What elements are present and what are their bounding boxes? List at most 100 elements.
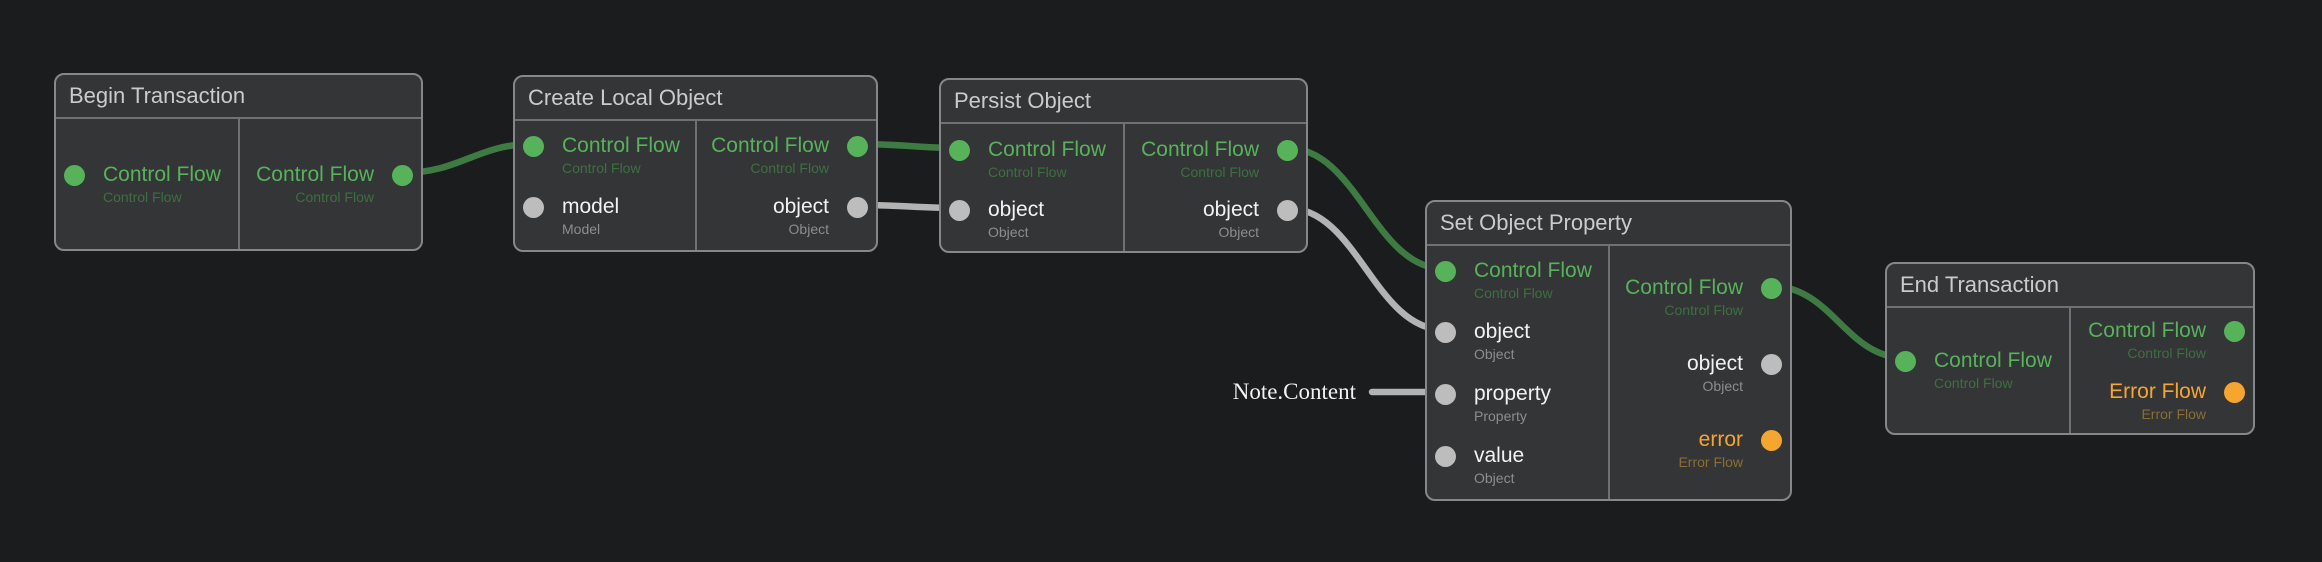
- port-label: object: [1202, 198, 1259, 221]
- port-label: Control Flow: [1625, 276, 1743, 299]
- port-dot[interactable]: [1435, 260, 1456, 282]
- node-create-local-object[interactable]: Create Local Object Control Flow Control…: [513, 75, 878, 252]
- port-type-label: Control Flow: [1180, 164, 1259, 180]
- port-dot[interactable]: [2224, 381, 2245, 403]
- port-type-label: Object: [788, 221, 829, 237]
- column-divider: [237, 119, 240, 249]
- port-type-label: Control Flow: [103, 189, 182, 205]
- port-label: property: [1474, 382, 1552, 405]
- output-port-control-flow: Control Flow Control Flow: [696, 133, 877, 179]
- port-dot[interactable]: [1277, 139, 1298, 161]
- port-type-label: Control Flow: [750, 160, 829, 176]
- port-label: model: [562, 195, 620, 218]
- node-header[interactable]: End Transaction: [1887, 264, 2253, 308]
- output-port-object: object Object: [1609, 351, 1791, 397]
- port-label: error: [1698, 428, 1743, 451]
- edge-persist-to-set-object[interactable]: [1283, 204, 1449, 334]
- column-divider: [1607, 246, 1610, 499]
- output-port-control-flow: Control Flow Control Flow: [1609, 275, 1791, 321]
- output-port-error: error Error Flow: [1609, 427, 1791, 473]
- node-header[interactable]: Create Local Object: [515, 77, 876, 121]
- port-label: object: [772, 195, 829, 218]
- port-dot[interactable]: [949, 199, 970, 221]
- port-type-label: Property: [1474, 408, 1527, 424]
- port-dot[interactable]: [1277, 199, 1298, 221]
- node-end-transaction[interactable]: End Transaction Control Flow Control Flo…: [1885, 262, 2255, 435]
- input-port-property: property Property: [1427, 381, 1609, 427]
- port-label: Control Flow: [103, 163, 221, 186]
- node-title: Set Object Property: [1440, 210, 1632, 235]
- port-type-label: Object: [988, 224, 1029, 240]
- port-type-label: Error Flow: [2141, 406, 2206, 422]
- port-dot[interactable]: [1895, 350, 1916, 372]
- node-persist-object[interactable]: Persist Object Control Flow Control Flow…: [939, 78, 1308, 253]
- output-port-object: object Object: [1124, 197, 1307, 243]
- port-type-label: Object: [1218, 224, 1259, 240]
- input-port-object: object Object: [941, 197, 1124, 243]
- node-title: Begin Transaction: [69, 83, 246, 108]
- port-label: Error Flow: [2109, 380, 2206, 403]
- port-dot[interactable]: [1761, 277, 1782, 299]
- input-port-control-flow: Control Flow Control Flow: [1887, 348, 2070, 394]
- port-dot[interactable]: [523, 135, 544, 157]
- node-title: End Transaction: [1900, 272, 2059, 297]
- port-label: Control Flow: [711, 134, 829, 157]
- node-header[interactable]: Persist Object: [941, 80, 1306, 124]
- port-type-label: Control Flow: [562, 160, 641, 176]
- port-dot[interactable]: [1435, 445, 1456, 467]
- port-dot[interactable]: [64, 164, 85, 186]
- port-label: object: [1474, 320, 1531, 343]
- column-divider: [694, 121, 697, 250]
- input-port-control-flow: Control Flow Control Flow: [941, 137, 1124, 183]
- port-type-label: Object: [1474, 346, 1515, 362]
- input-port-control-flow: Control Flow Control Flow: [515, 133, 696, 179]
- port-dot[interactable]: [1435, 321, 1456, 343]
- node-begin-transaction[interactable]: Begin Transaction Control Flow Control F…: [54, 73, 423, 251]
- input-port-model: model Model: [515, 194, 696, 240]
- output-port-control-flow: Control Flow Control Flow: [2070, 318, 2253, 364]
- port-label: Control Flow: [988, 138, 1106, 161]
- port-dot[interactable]: [1761, 353, 1782, 375]
- node-title: Persist Object: [954, 88, 1091, 113]
- port-label: Control Flow: [562, 134, 680, 157]
- port-dot[interactable]: [847, 135, 868, 157]
- column-divider: [2069, 308, 2071, 433]
- port-dot[interactable]: [1761, 429, 1782, 451]
- port-dot[interactable]: [847, 196, 868, 218]
- port-label: Control Flow: [1474, 259, 1592, 282]
- node-header[interactable]: Set Object Property: [1427, 202, 1790, 246]
- edge-persist-to-set-control[interactable]: [1283, 144, 1449, 273]
- output-port-error-flow: Error Flow Error Flow: [2070, 379, 2253, 425]
- port-dot[interactable]: [392, 164, 413, 186]
- port-dot[interactable]: [2224, 320, 2245, 342]
- node-title: Create Local Object: [528, 85, 723, 110]
- input-port-control-flow: Control Flow Control Flow: [1427, 258, 1609, 304]
- port-label: Control Flow: [1934, 349, 2052, 372]
- input-port-value: value Object: [1427, 443, 1609, 489]
- node-header[interactable]: Begin Transaction: [56, 75, 421, 119]
- column-divider: [1122, 124, 1125, 251]
- port-type-label: Object: [1702, 378, 1743, 394]
- port-label: value: [1474, 444, 1525, 467]
- port-type-label: Control Flow: [1664, 302, 1743, 318]
- port-label: object: [1686, 352, 1743, 375]
- note-label: Note.Content: [1232, 379, 1356, 404]
- port-label: Control Flow: [1141, 138, 1259, 161]
- port-type-label: Control Flow: [988, 164, 1067, 180]
- port-dot[interactable]: [523, 196, 544, 218]
- port-type-label: Control Flow: [2127, 345, 2206, 361]
- port-type-label: Control Flow: [1934, 375, 2013, 391]
- port-type-label: Control Flow: [295, 189, 374, 205]
- input-port-control-flow: Control Flow Control Flow: [56, 162, 239, 208]
- output-port-control-flow: Control Flow Control Flow: [239, 162, 422, 208]
- output-port-object: object Object: [696, 194, 877, 240]
- port-type-label: Model: [562, 221, 601, 237]
- port-label: object: [988, 198, 1045, 221]
- output-port-control-flow: Control Flow Control Flow: [1124, 137, 1307, 183]
- port-dot[interactable]: [1435, 383, 1456, 405]
- port-label: Control Flow: [2088, 319, 2206, 342]
- input-port-object: object Object: [1427, 319, 1609, 365]
- node-set-object-property[interactable]: Set Object Property Control Flow Control…: [1425, 200, 1792, 501]
- port-dot[interactable]: [949, 139, 970, 161]
